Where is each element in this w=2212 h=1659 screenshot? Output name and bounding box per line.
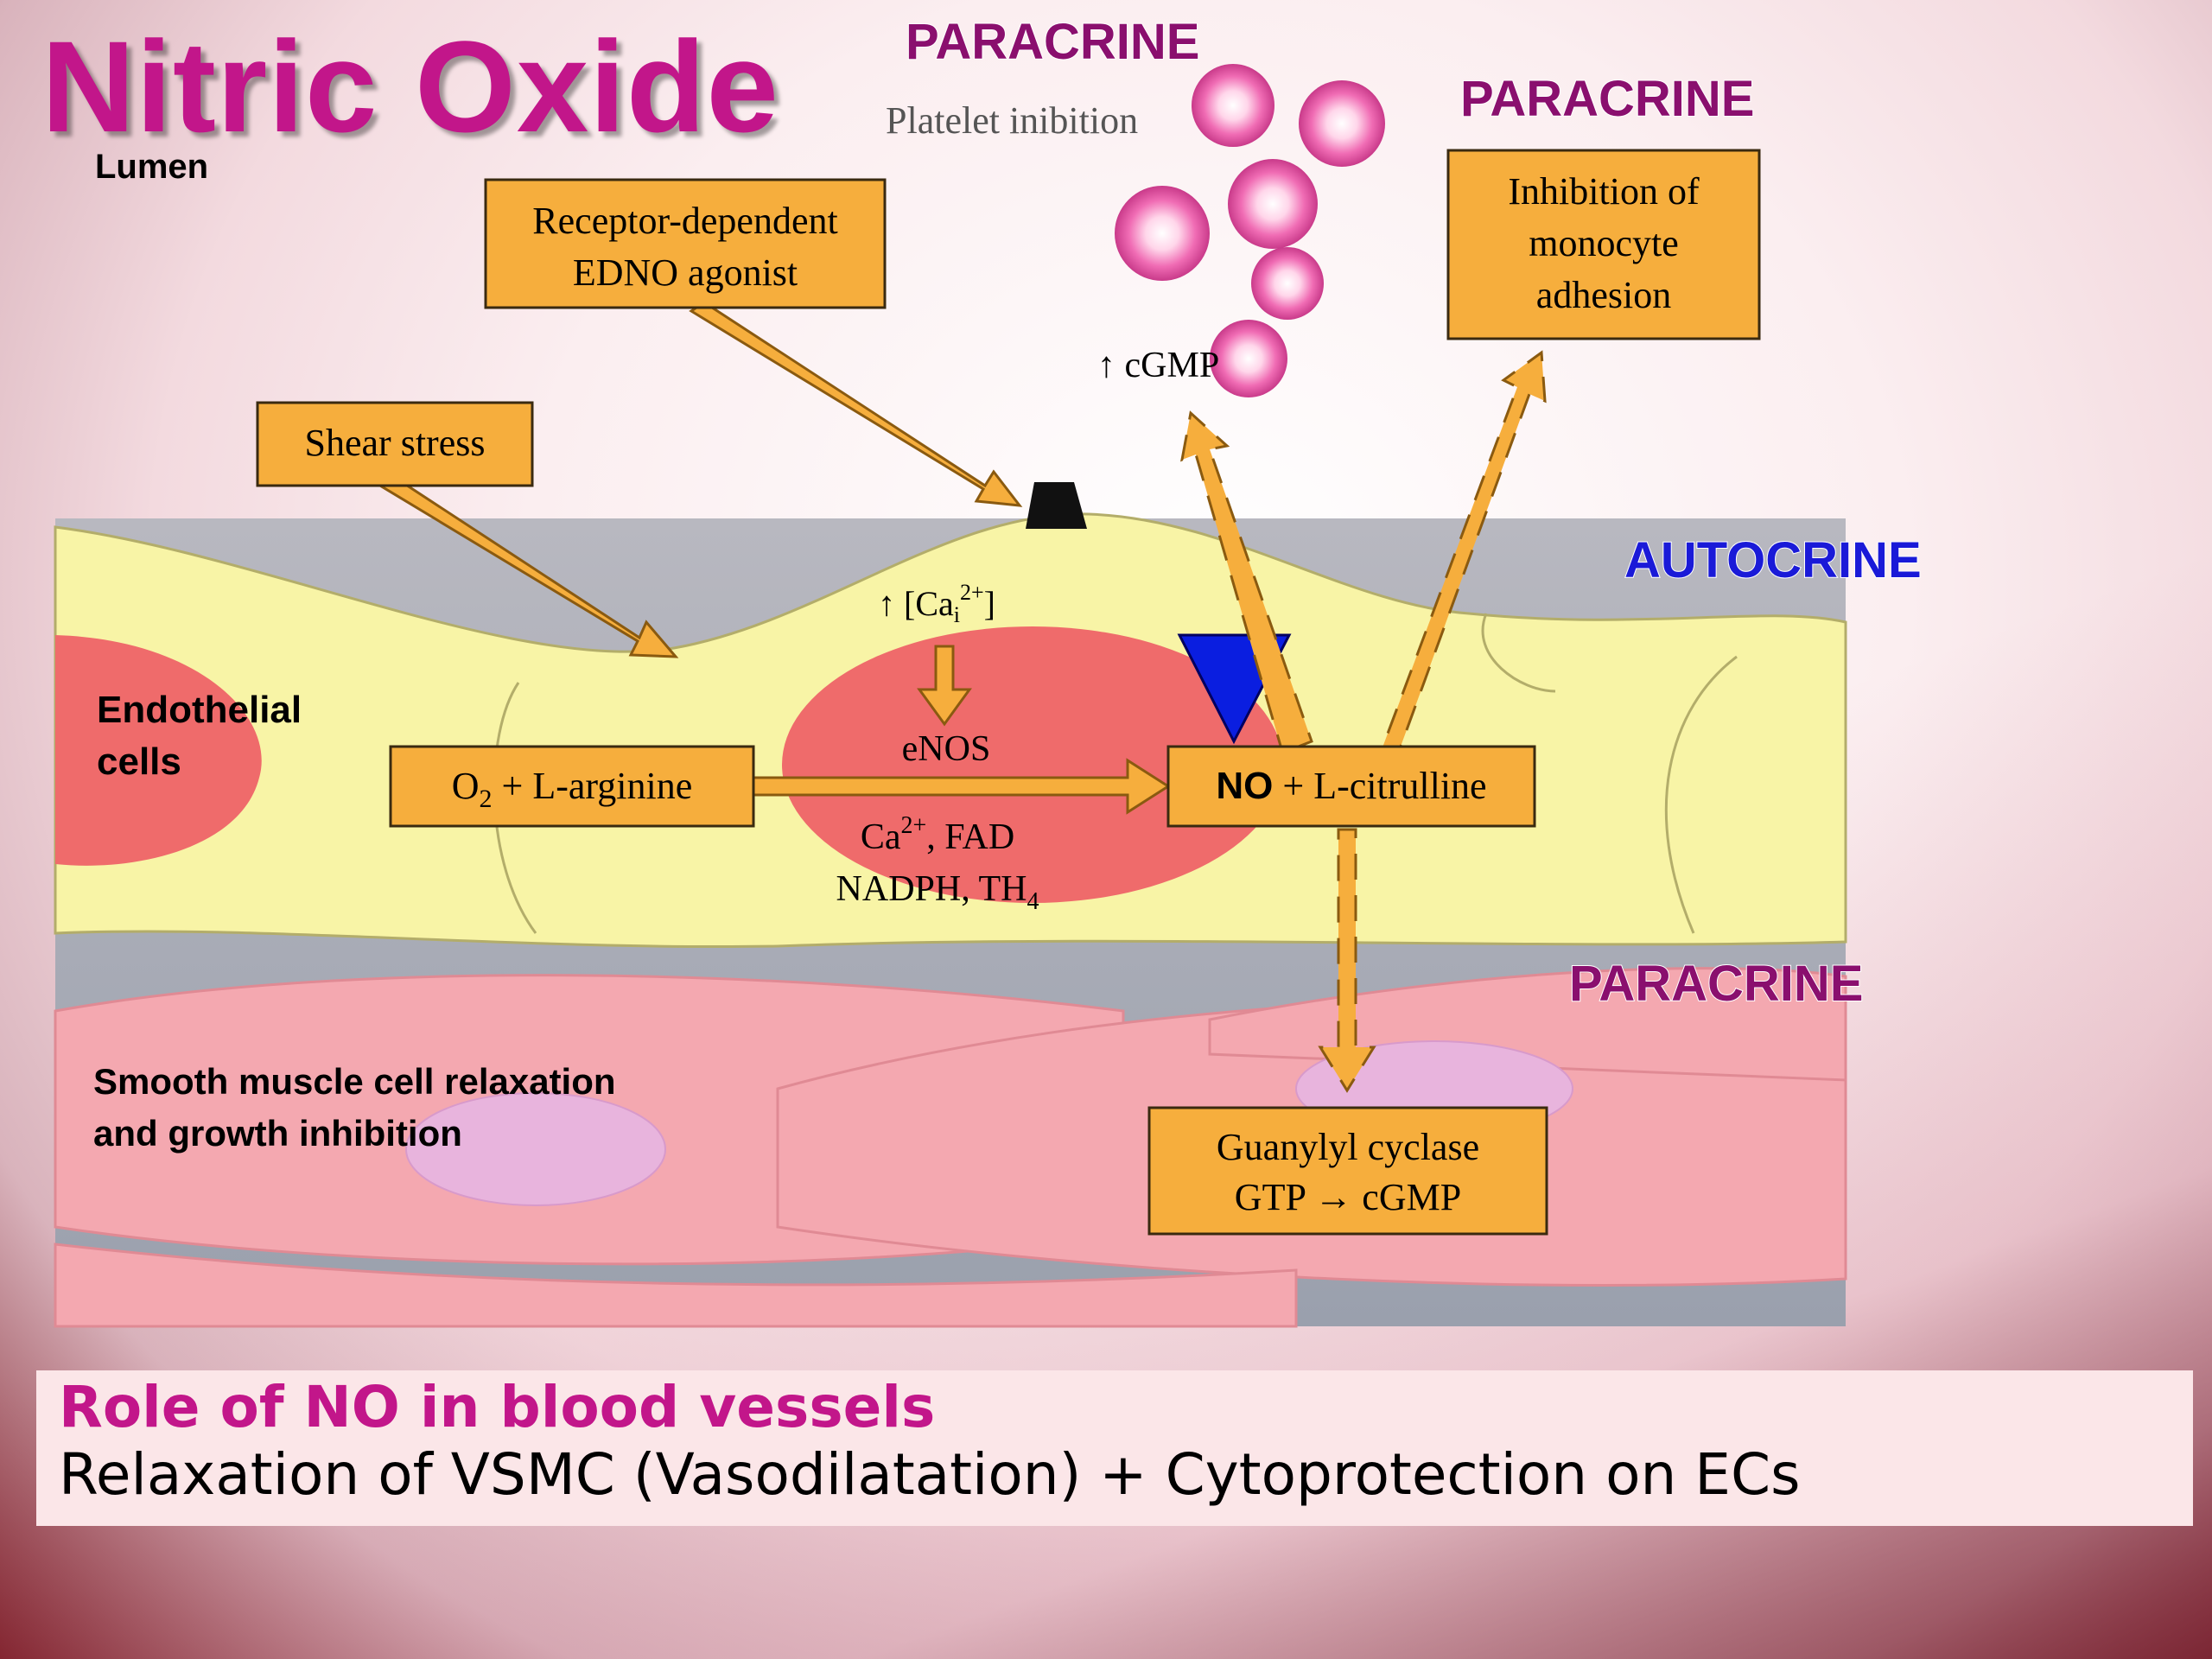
smooth-muscle-nucleus bbox=[405, 1092, 666, 1206]
monocyte-box-line2: monocyte bbox=[1529, 222, 1679, 264]
guanylyl-box bbox=[1147, 1106, 1548, 1236]
substrate-box bbox=[389, 745, 755, 828]
shear-stress-box bbox=[256, 401, 534, 487]
guanylyl-box-line1: Guanylyl cyclase bbox=[1217, 1126, 1479, 1168]
monocyte-box-line3: adhesion bbox=[1536, 274, 1671, 316]
enos-reaction-arrow bbox=[752, 758, 1171, 815]
platelet bbox=[1192, 64, 1274, 147]
endothelial-cell-border bbox=[1664, 655, 1738, 934]
receptor-box-line2: EDNO agonist bbox=[573, 251, 798, 294]
cgmp-up-label: ↑ cGMP bbox=[1097, 346, 1219, 385]
arrows bbox=[378, 301, 1171, 815]
receptor-arrow bbox=[689, 301, 1023, 507]
endothelial-layer bbox=[54, 482, 1847, 949]
slide-title: Nitric Oxide bbox=[41, 14, 779, 159]
smooth-muscle-cell bbox=[54, 1243, 1298, 1328]
labels: Lumen Platelet inibition ↑ cGMP ↑ [Cai2+… bbox=[93, 99, 1219, 1154]
enos-label: eNOS bbox=[902, 729, 991, 769]
endothelial-label-line2: cells bbox=[97, 741, 181, 783]
paracrine-label-bottom: PARACRINE bbox=[1569, 956, 1864, 1012]
monocyte-up-arrow bbox=[1381, 350, 1547, 755]
caption-title: Role of NO in blood vessels bbox=[59, 1374, 936, 1440]
autocrine-label: AUTOCRINE bbox=[1624, 532, 1922, 588]
platelet bbox=[1299, 80, 1385, 167]
platelets bbox=[1115, 64, 1385, 397]
endothelial-nucleus bbox=[782, 626, 1283, 903]
smooth-muscle-label-line1: Smooth muscle cell relaxation bbox=[93, 1061, 616, 1102]
endothelial-label-line1: Endothelial bbox=[97, 689, 302, 731]
receptor-box-line1: Receptor-dependent bbox=[532, 200, 837, 242]
paracrine-up-arrow bbox=[1180, 410, 1313, 753]
endothelial-cell-border bbox=[1481, 613, 1556, 693]
calcium-down-arrow bbox=[917, 645, 972, 727]
monocyte-box-line1: Inhibition of bbox=[1508, 170, 1700, 213]
paracrine-label-right: PARACRINE bbox=[1460, 71, 1755, 127]
platelet-inhibition-label: Platelet inibition bbox=[886, 99, 1138, 142]
substrate-box-label: O2 + L-arginine bbox=[452, 765, 693, 813]
receptor-marker bbox=[1026, 482, 1087, 529]
caption-panel bbox=[36, 1370, 2193, 1526]
platelet bbox=[1210, 320, 1287, 397]
cofactors-line2: NADPH, TH4 bbox=[836, 869, 1039, 915]
dashed-arrows bbox=[1180, 350, 1547, 1093]
endothelial-nucleus bbox=[55, 635, 262, 866]
cofactors-line1: Ca2+, FAD bbox=[861, 812, 1014, 857]
smooth-muscle-down-arrow bbox=[1318, 828, 1376, 1093]
lumen-label: Lumen bbox=[95, 148, 208, 186]
product-box-label: NO + L-citrulline bbox=[1216, 765, 1486, 807]
calcium-label: ↑ [Cai2+] bbox=[878, 580, 995, 627]
platelet bbox=[1228, 159, 1318, 249]
shear-stress-arrow bbox=[378, 471, 679, 658]
caption-subtitle: Relaxation of VSMC (Vasodilatation) + Cy… bbox=[59, 1441, 1801, 1508]
platelet bbox=[1115, 186, 1210, 281]
product-box bbox=[1166, 745, 1536, 828]
shear-stress-box-label: Shear stress bbox=[305, 422, 486, 464]
guanylyl-box-line2: GTP → cGMP bbox=[1235, 1176, 1461, 1218]
receptor-box bbox=[484, 178, 887, 309]
smooth-muscle-label-line2: and growth inhibition bbox=[93, 1113, 462, 1154]
platelet bbox=[1251, 247, 1324, 320]
boxes: Receptor-dependent EDNO agonist Shear st… bbox=[256, 149, 1761, 1236]
signaling-labels: PARACRINE PARACRINE AUTOCRINE PARACRINE bbox=[905, 13, 1923, 1013]
monocyte-box bbox=[1446, 149, 1761, 340]
paracrine-label-top: PARACRINE bbox=[906, 14, 1200, 70]
